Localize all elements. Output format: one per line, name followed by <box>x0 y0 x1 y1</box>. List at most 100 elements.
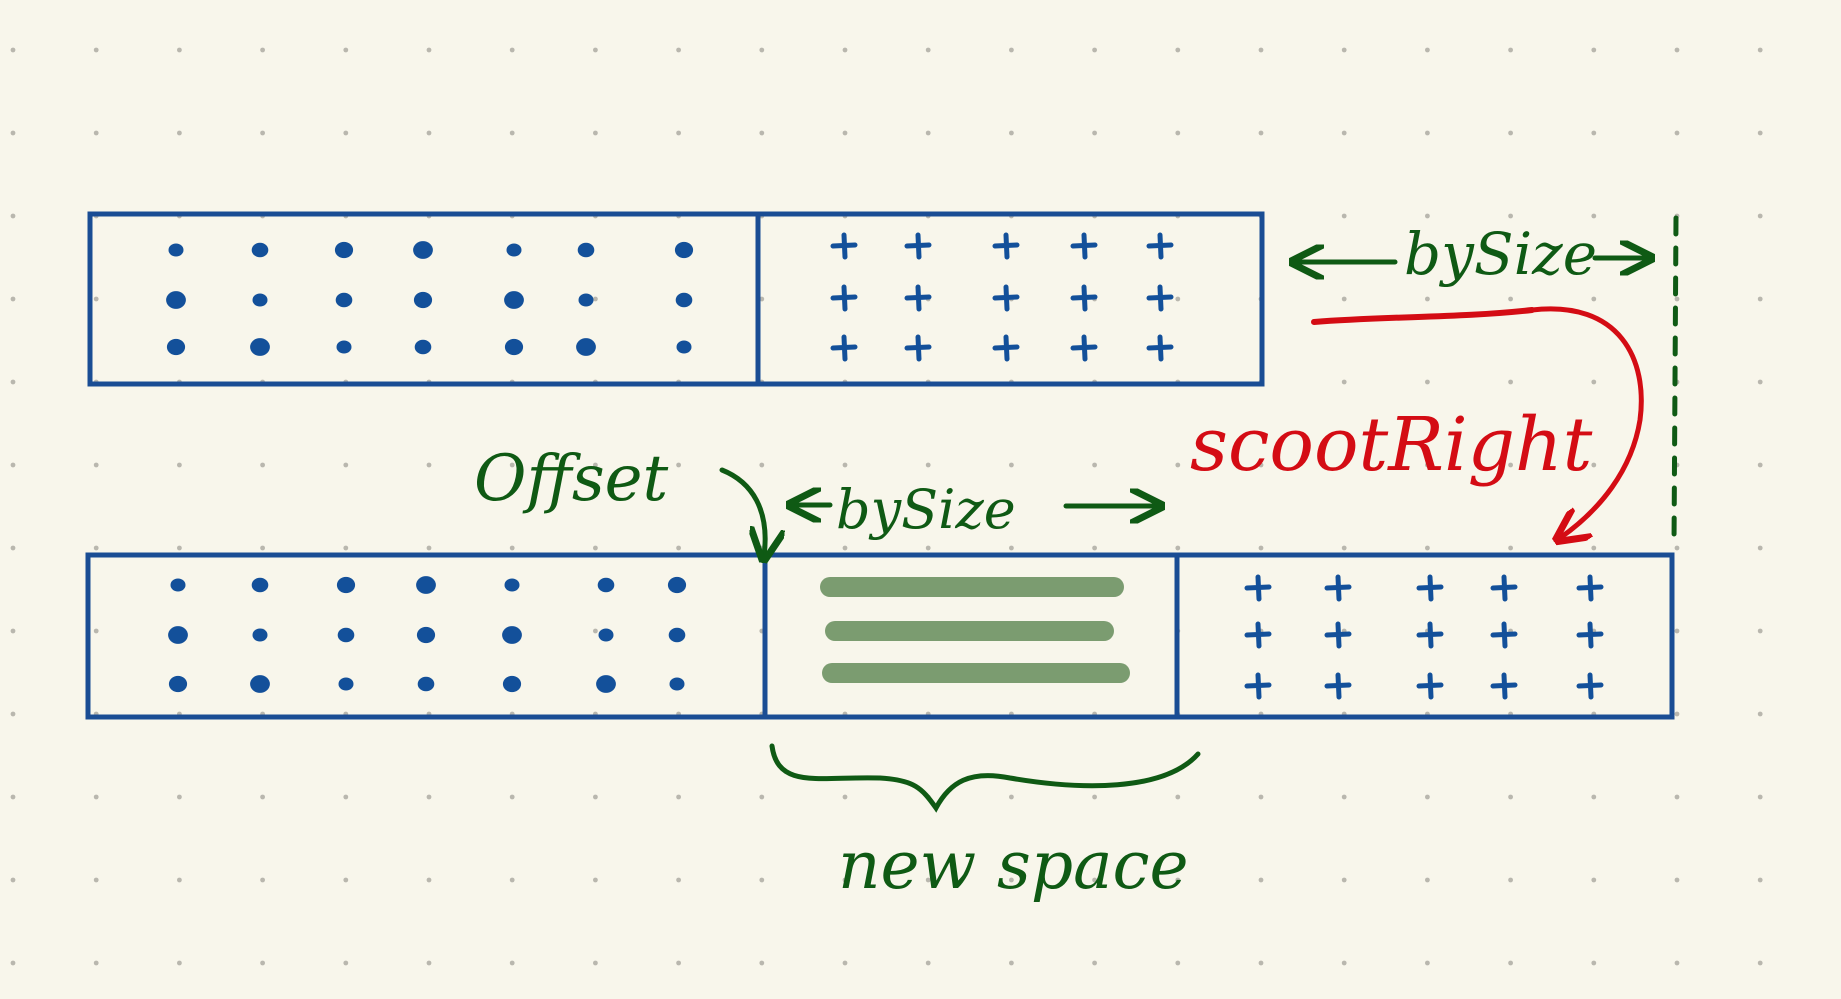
array-dot <box>576 338 596 356</box>
array-plus <box>1070 334 1098 362</box>
grid-dot <box>1341 462 1347 468</box>
grid-dot <box>593 47 598 53</box>
grid-dot <box>93 47 99 53</box>
grid-dot <box>343 877 349 883</box>
grid-dot <box>1674 545 1680 551</box>
array-dot <box>667 576 687 594</box>
array-plus <box>992 284 1020 312</box>
grid-dot <box>93 877 99 883</box>
grid-dot <box>10 379 16 385</box>
grid-dot <box>676 960 681 966</box>
grid-dot <box>1092 130 1097 136</box>
grid-dot <box>1425 794 1430 800</box>
grid-dot <box>1258 794 1264 800</box>
grid-dot <box>343 47 349 53</box>
grid-dot <box>260 462 265 468</box>
array-dot <box>414 339 432 355</box>
grid-dot <box>93 130 99 136</box>
array-plus <box>1416 672 1444 700</box>
array-plus <box>1576 672 1604 700</box>
array-plus <box>1146 334 1174 362</box>
grid-dot <box>1674 628 1680 634</box>
grid-dot <box>1508 379 1513 385</box>
grid-dot <box>426 462 432 468</box>
array-dot <box>417 676 435 692</box>
grid-dot <box>759 960 765 966</box>
grid-dot <box>593 130 598 136</box>
grid-dot <box>1425 130 1430 136</box>
bottom-array-outline <box>85 552 1675 720</box>
grid-dot <box>260 960 265 966</box>
grid-dot <box>1508 213 1513 219</box>
grid-dot <box>1341 877 1347 883</box>
grid-dot <box>759 462 765 468</box>
grid-dot <box>925 47 931 53</box>
grid-dot <box>1674 794 1680 800</box>
grid-dot <box>509 545 515 551</box>
grid-dot <box>10 296 16 302</box>
grid-dot <box>343 794 349 800</box>
bottom-array <box>85 552 1675 720</box>
grid-dot <box>1175 47 1181 53</box>
grid-dot <box>1425 379 1430 385</box>
grid-dot <box>1341 379 1347 385</box>
grid-dot <box>1591 960 1597 966</box>
grid-dot <box>759 47 765 53</box>
grid-dot <box>1341 47 1347 53</box>
new-space-brace <box>769 743 1201 813</box>
grid-dot <box>177 794 182 800</box>
grid-dot <box>1175 794 1181 800</box>
grid-dot <box>177 130 182 136</box>
grid-dot <box>10 47 16 53</box>
array-dot <box>168 675 188 693</box>
grid-dot <box>593 545 598 551</box>
grid-dot <box>10 877 16 883</box>
array-plus <box>1490 574 1518 602</box>
array-plus <box>1244 672 1272 700</box>
grid-dot <box>1009 794 1014 800</box>
grid-dot <box>1092 960 1097 966</box>
grid-dot <box>177 877 182 883</box>
grid-dot <box>177 545 182 551</box>
grid-dot <box>1674 130 1680 136</box>
new-space-annotation: new space <box>769 743 1201 904</box>
array-plus <box>1576 621 1604 649</box>
grid-dot <box>343 462 349 468</box>
array-dot <box>168 243 184 257</box>
grid-dot <box>1258 130 1264 136</box>
grid-dot <box>10 960 16 966</box>
grid-dot <box>10 213 16 219</box>
grid-dot <box>1341 130 1347 136</box>
grid-dot <box>1425 545 1430 551</box>
grid-dot <box>842 794 848 800</box>
grid-dot <box>842 545 848 551</box>
array-plus <box>904 284 932 312</box>
grid-dot <box>1258 877 1264 883</box>
grid-dot <box>842 130 848 136</box>
grid-dot <box>842 960 848 966</box>
grid-dot <box>1674 296 1680 302</box>
grid-dot <box>260 47 265 53</box>
grid-dot <box>509 960 515 966</box>
grid-dot <box>343 960 349 966</box>
grid-dot <box>509 47 515 53</box>
array-dot <box>504 578 520 592</box>
bottom-dots-section <box>168 576 687 693</box>
grid-dot <box>1258 47 1264 53</box>
bysize-bottom-label: bySize <box>836 478 1016 541</box>
grid-dot <box>10 545 16 551</box>
grid-dot <box>1341 960 1347 966</box>
grid-dot <box>1258 960 1264 966</box>
grid-dot <box>676 47 681 53</box>
grid-dot <box>1591 213 1597 219</box>
grid-dot <box>1009 130 1014 136</box>
grid-dot <box>1009 545 1014 551</box>
grid-dot <box>1009 877 1014 883</box>
grid-dot <box>1757 213 1763 219</box>
grid-dot <box>1508 877 1513 883</box>
grid-dot <box>10 628 16 634</box>
new-space-label: new space <box>838 827 1189 904</box>
array-plus <box>830 284 858 312</box>
array-plus <box>1244 621 1272 649</box>
